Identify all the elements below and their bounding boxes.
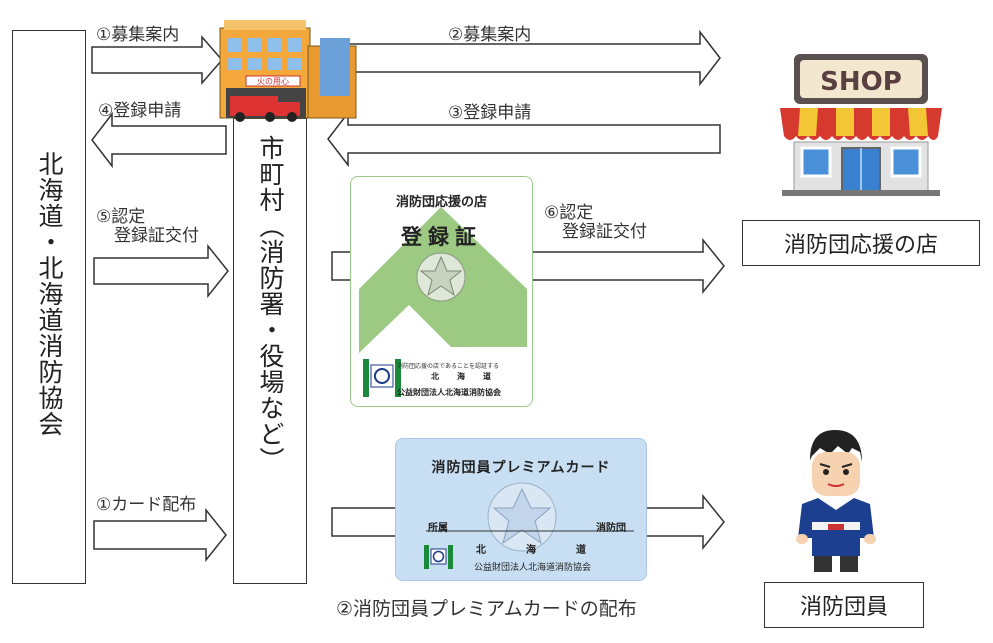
label-recruit-to-shop: ②募集案内 — [448, 25, 532, 45]
label-apply-from-shop: ③登録申請 — [448, 103, 532, 123]
svg-text:火の用心: 火の用心 — [257, 77, 289, 86]
shop-icon: SHOP — [780, 54, 942, 196]
arrow-apply-to-hokkaido — [91, 111, 227, 169]
arrow-cert-issue — [93, 243, 229, 299]
label-card-to-member: ②消防団員プレミアムカードの配布 — [336, 598, 637, 620]
arrow-apply-from-shop — [327, 110, 721, 168]
card-issuer: 公益財団法人北海道消防協会 — [474, 563, 592, 573]
shop-box: 消防団応援の店 — [742, 220, 980, 266]
fire-station-icon: 火の用心 — [219, 20, 357, 122]
label-card-to-muni: ①カード配布 — [96, 495, 197, 515]
fire-emblem-icon — [416, 252, 466, 302]
hokkaido-box: 北海道・北海道消防協会 — [12, 30, 86, 584]
label-cert-to-shop: ⑥認定 登録証交付 — [544, 203, 647, 242]
arrow-recruit-to-muni — [91, 34, 223, 86]
association-logo-icon — [432, 550, 445, 563]
svg-text:SHOP: SHOP — [820, 67, 902, 97]
label-recruit-to-muni: ①募集案内 — [96, 25, 180, 45]
municipality-box: 市町村（消防署・役場など） — [233, 118, 307, 584]
fire-corps-member-icon — [796, 430, 876, 572]
label-apply-to-hokkaido: ④登録申請 — [98, 101, 182, 121]
cert-issuer: 公益財団法人北海道消防協会 — [397, 388, 501, 397]
association-logo-icon — [374, 368, 390, 384]
municipality-label: 市町村（消防署・役場など） — [256, 135, 285, 473]
cert-big-title: 登録証 — [401, 225, 482, 249]
cert-title: 消防団応援の店 — [395, 195, 487, 210]
hokkaido-label: 北海道・北海道消防協会 — [35, 151, 64, 437]
arrow-card-to-muni — [93, 507, 227, 563]
premium-card: 消防団員プレミアムカード 所属 消防団 北海道 公益財団法人北海道消防協会 — [395, 438, 647, 581]
card-emblem — [424, 482, 634, 569]
cert-note: 消防団応援の店であることを認証する — [397, 363, 499, 370]
fire-emblem-icon — [487, 482, 557, 552]
member-label: 消防団員 — [799, 595, 888, 620]
arrow-recruit-to-shop — [329, 29, 721, 87]
card-title: 消防団員プレミアムカード — [431, 460, 611, 476]
card-field-affiliation: 所属 — [428, 523, 448, 534]
shop-label: 消防団応援の店 — [783, 233, 938, 258]
member-box: 消防団員 — [764, 582, 924, 628]
cert-green-shape — [359, 207, 527, 397]
label-cert-issue: ⑤認定 登録証交付 — [96, 207, 199, 246]
card-field-fire-corps: 消防団 — [596, 523, 626, 534]
registration-certificate: 消防団応援の店 登録証 消防団応援の店であることを認証する 北海道 公益財団法人… — [350, 176, 533, 407]
cert-prefecture: 北海道 — [431, 372, 509, 381]
card-prefecture: 北海道 — [476, 545, 626, 556]
